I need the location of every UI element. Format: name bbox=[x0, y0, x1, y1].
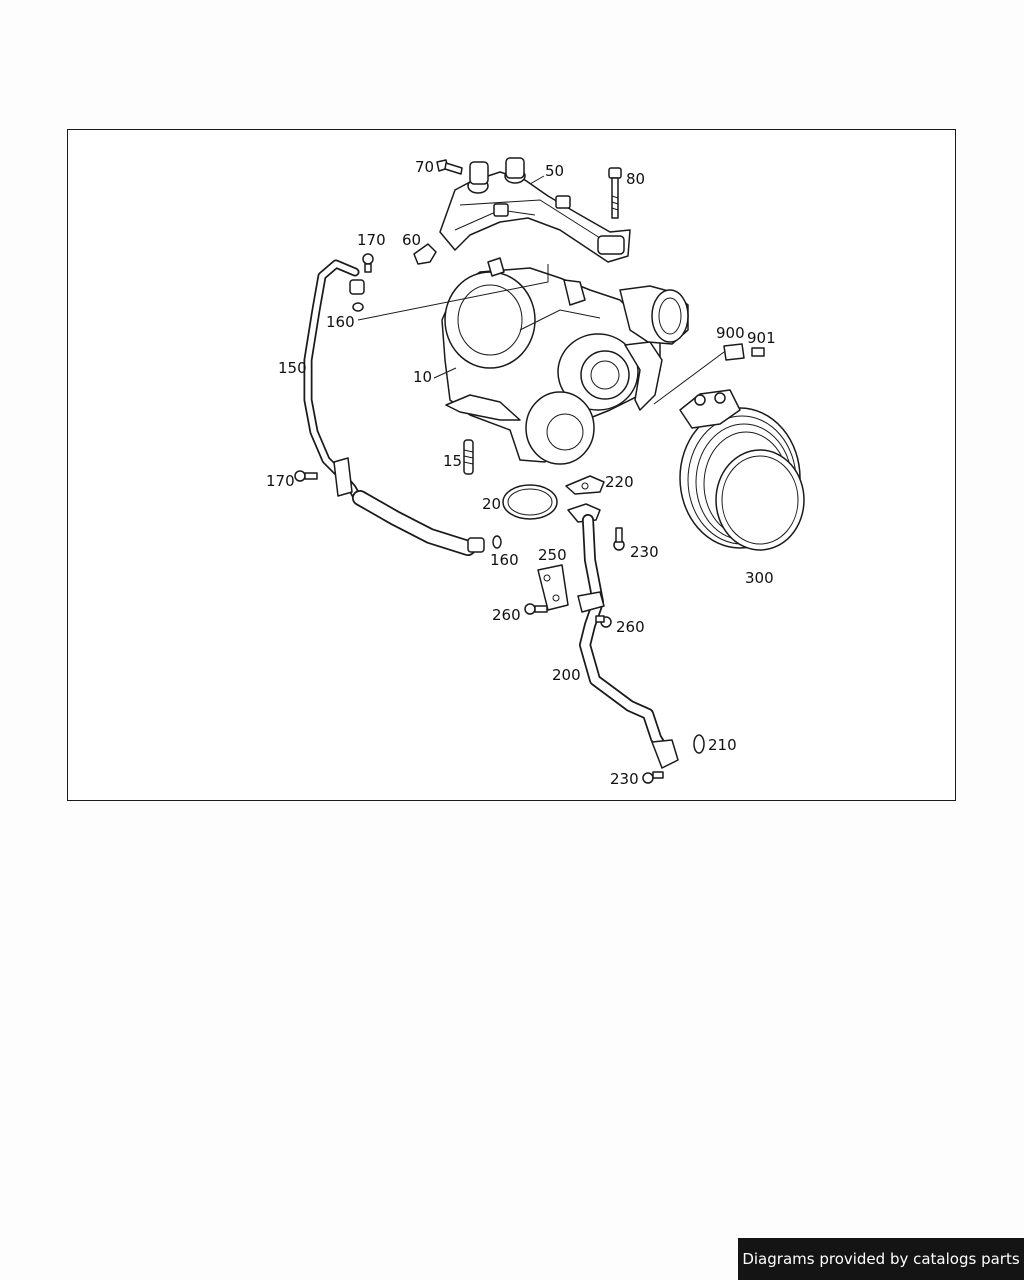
label-160-bottom: 160 bbox=[490, 551, 519, 569]
label-230-bottom: 230 bbox=[610, 770, 639, 788]
part-900-901-connector bbox=[653, 343, 765, 405]
label-80: 80 bbox=[626, 170, 645, 188]
label-15: 15 bbox=[443, 452, 462, 470]
part-170-bolts bbox=[294, 253, 374, 482]
part-20-gasket bbox=[502, 484, 558, 520]
label-300: 300 bbox=[745, 569, 774, 587]
part-10-turbocharger bbox=[441, 257, 689, 465]
part-80-bolt bbox=[608, 167, 622, 219]
part-160-sealing-rings bbox=[352, 302, 502, 549]
label-220: 220 bbox=[605, 473, 634, 491]
part-300-heat-shield bbox=[679, 389, 805, 551]
label-210: 210 bbox=[708, 736, 737, 754]
label-900: 900 bbox=[716, 324, 745, 342]
label-10: 10 bbox=[413, 368, 432, 386]
footer-credit: Diagrams provided by catalogs parts bbox=[738, 1238, 1024, 1280]
part-250-bracket bbox=[537, 564, 569, 611]
part-150-oil-line bbox=[303, 259, 485, 556]
label-170-bottom: 170 bbox=[266, 472, 295, 490]
label-150: 150 bbox=[278, 359, 307, 377]
label-250: 250 bbox=[538, 546, 567, 564]
label-260-left: 260 bbox=[492, 606, 521, 624]
label-901: 901 bbox=[747, 329, 776, 347]
part-50-bracket bbox=[439, 157, 631, 263]
diagram-frame bbox=[67, 129, 956, 801]
label-50: 50 bbox=[545, 162, 564, 180]
part-15-stud bbox=[463, 439, 474, 475]
part-60-clip bbox=[413, 243, 437, 265]
label-170-top: 170 bbox=[357, 231, 386, 249]
label-230-top: 230 bbox=[630, 543, 659, 561]
label-200: 200 bbox=[552, 666, 581, 684]
part-210-ring bbox=[693, 734, 705, 754]
part-labels: 70 50 80 170 60 160 900 901 150 10 15 17… bbox=[266, 158, 776, 788]
part-70-bolt bbox=[436, 159, 463, 175]
label-160-top: 160 bbox=[326, 313, 355, 331]
part-220-gasket bbox=[565, 475, 605, 495]
part-200-return-line bbox=[567, 503, 679, 769]
label-20: 20 bbox=[482, 495, 501, 513]
label-60: 60 bbox=[402, 231, 421, 249]
label-260-right: 260 bbox=[616, 618, 645, 636]
part-230-260-bolts bbox=[524, 527, 664, 784]
label-70: 70 bbox=[415, 158, 434, 176]
leader-lines bbox=[357, 175, 549, 379]
